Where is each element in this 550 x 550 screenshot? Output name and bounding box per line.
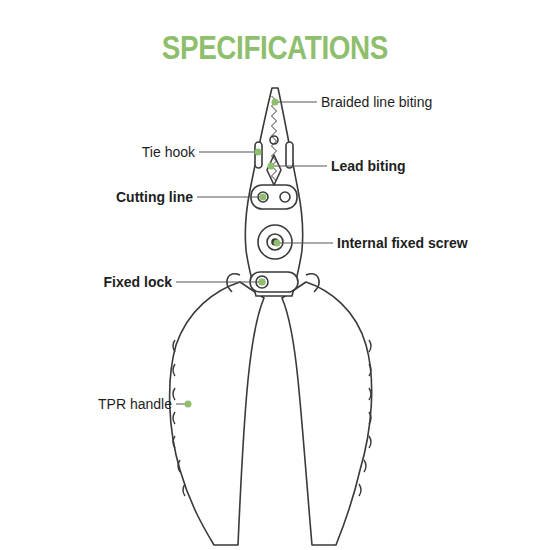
grip-scallop xyxy=(173,364,175,376)
grip-scallop xyxy=(369,364,371,376)
grip-scallop xyxy=(178,460,180,472)
part-label: Cutting line xyxy=(116,189,193,205)
part-label: Internal fixed screw xyxy=(337,235,468,251)
grip-scallop xyxy=(369,388,371,400)
grip-scallop xyxy=(173,412,175,424)
grip-scallop xyxy=(173,436,175,448)
part-label: Braided line biting xyxy=(321,94,432,110)
grip-scallop xyxy=(364,460,366,472)
grip-scallop xyxy=(369,340,371,352)
part-label: Tie hook xyxy=(142,144,195,160)
grip-scallop xyxy=(173,340,175,352)
part-label: Fixed lock xyxy=(104,274,172,290)
part-label: Lead biting xyxy=(331,158,406,174)
grip-scallop xyxy=(359,484,361,496)
grip-scallop xyxy=(173,388,175,400)
part-label: TPR handle xyxy=(98,396,172,412)
grip-scallop xyxy=(369,412,371,424)
title-text: SPECIFICATIONS xyxy=(162,28,388,67)
grip-scallop xyxy=(183,484,185,496)
grip-scallop xyxy=(369,436,371,448)
title: SPECIFICATIONS xyxy=(0,28,550,67)
